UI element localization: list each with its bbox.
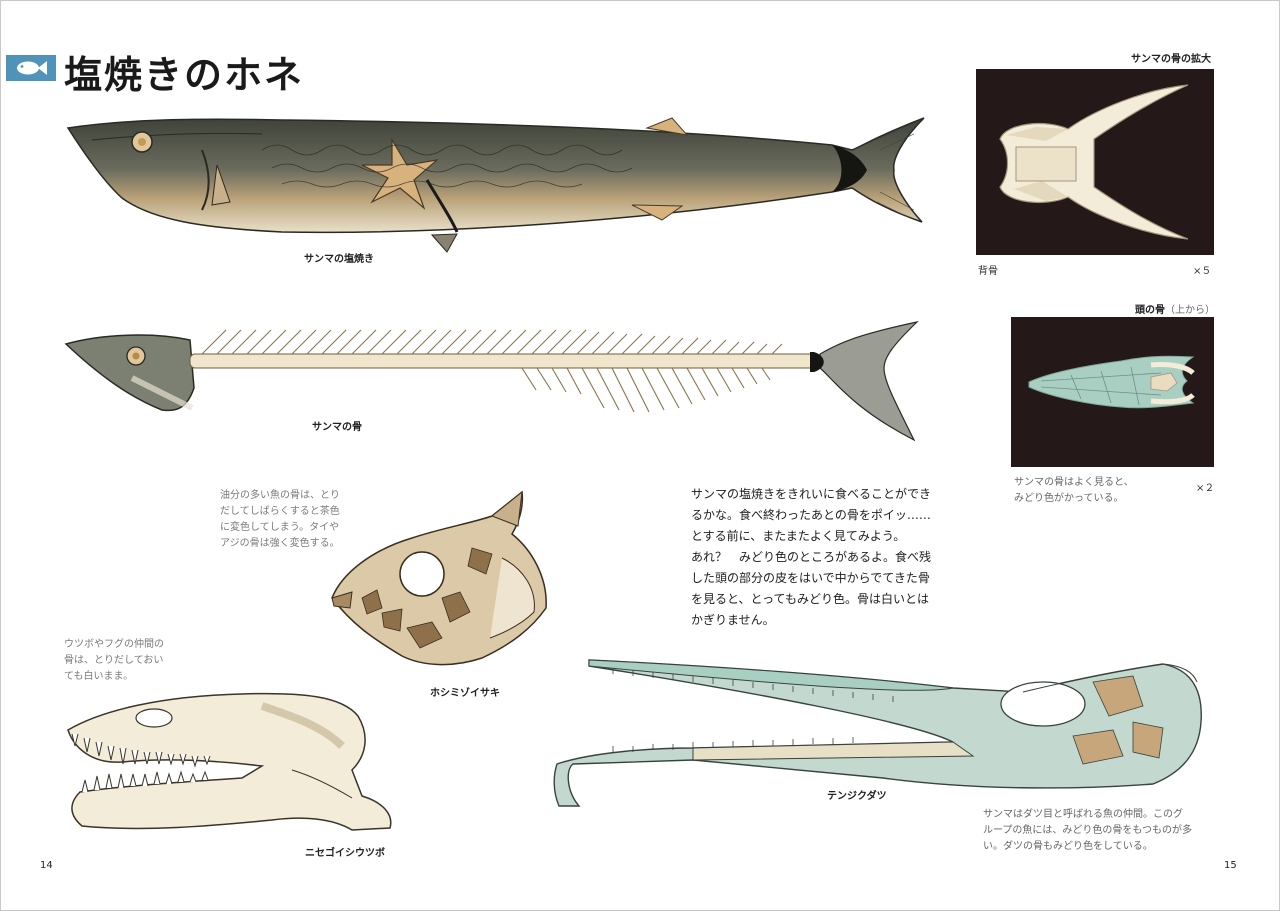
skull-top-label-wrap: 頭の骨（上から） <box>1135 298 1215 317</box>
moray-caption: ニセゴイシウツボ <box>305 848 385 859</box>
page-number-left: 14 <box>40 860 53 871</box>
page-title: 塩焼きのホネ <box>64 52 305 97</box>
oily-fish-note: 油分の多い魚の骨は、とり だしてしばらくすると茶色 に変色してしまう。タイや ア… <box>220 490 340 549</box>
needlefish-caption: テンジクダツ <box>827 791 887 802</box>
vertebra-illustration <box>999 84 1189 240</box>
datsu-note: サンマはダツ目と呼ばれる魚の仲間。このグ ループの魚には、みどり色の骨をもつもの… <box>983 809 1192 852</box>
title-badge <box>6 55 56 81</box>
saury-skeleton-illustration <box>64 320 919 442</box>
skull-top-illustration <box>1028 355 1195 409</box>
main-paragraph: サンマの塩焼きをきれいに食べることができ るかな。食べ終わったあとの骨をポイッ…… <box>691 487 932 627</box>
grilled-saury-illustration <box>66 117 925 253</box>
grilled-saury-caption: サンマの塩焼き <box>304 254 374 265</box>
skeleton-caption: サンマの骨 <box>312 422 362 433</box>
skull-top-note: サンマの骨はよく見ると、 みどり色がかっている。 <box>1014 477 1134 504</box>
vertebra-sub-label: 背骨 <box>978 266 998 277</box>
vertebra-scale: ×５ <box>1193 266 1212 277</box>
vertebra-panel-label: サンマの骨の拡大 <box>1131 54 1211 65</box>
skull-top-scale: ×２ <box>1196 483 1215 494</box>
moray-note: ウツボやフグの仲間の 骨は、とりだしておい ても白いまま。 <box>64 639 164 682</box>
skull-top-label: 頭の骨 <box>1135 305 1165 316</box>
fish-icon <box>17 61 47 75</box>
page-number-right: 15 <box>1224 860 1237 871</box>
hoshimizoisaki-caption: ホシミゾイサキ <box>430 688 500 699</box>
moray-skull-illustration <box>67 692 392 831</box>
needlefish-skull-illustration <box>553 659 1202 807</box>
hoshimizoisaki-skull-illustration <box>331 490 547 666</box>
skull-top-label-note: （上から） <box>1165 305 1215 316</box>
vertebra-panel <box>976 69 1214 255</box>
skull-top-panel <box>1011 317 1214 467</box>
